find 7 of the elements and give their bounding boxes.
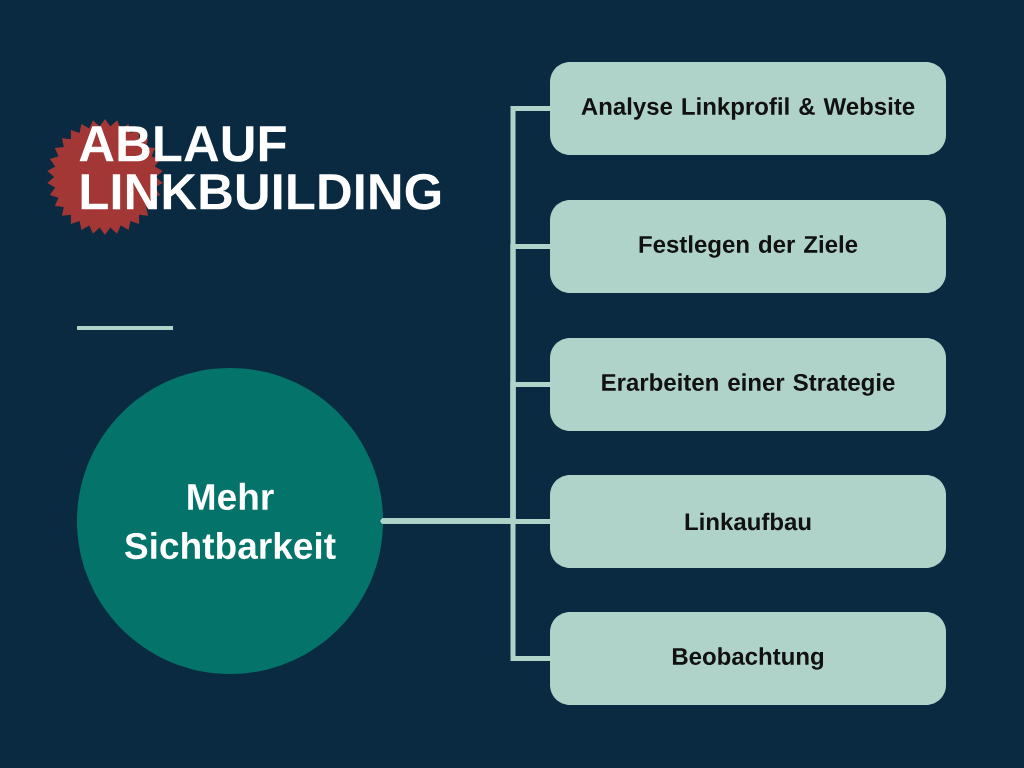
- step-box: Erarbeiten einer Strategie: [550, 338, 946, 431]
- connector-line: [380, 518, 553, 661]
- step-box: Linkaufbau: [550, 475, 946, 568]
- step-box: Analyse Linkprofil & Website: [550, 62, 946, 155]
- circle-node: Mehr Sichtbarkeit: [77, 368, 383, 674]
- step-box: Beobachtung: [550, 612, 946, 705]
- step-box: Festlegen der Ziele: [550, 200, 946, 293]
